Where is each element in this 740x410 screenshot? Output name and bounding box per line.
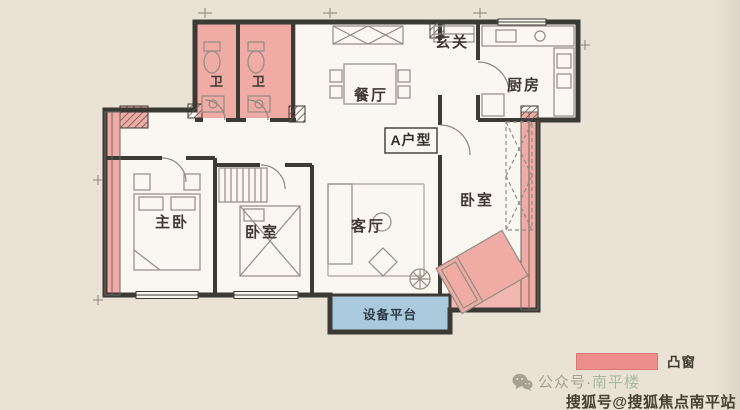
room-label-bath-left: 卫 [210, 74, 224, 89]
columns [187, 21, 539, 123]
master-bed [133, 173, 201, 271]
room-label-kitchen: 厨房 [507, 76, 541, 94]
room-label-dining: 餐厅 [354, 86, 388, 104]
room-label-living: 客厅 [350, 217, 385, 235]
wechat-watermark-text: 公众号· [538, 374, 592, 391]
legend-swatch-bay-window [576, 352, 658, 370]
unit-type-box [384, 127, 438, 154]
tick-marks [93, 8, 590, 305]
room-label-bedroom-middle: 卧室 [245, 223, 279, 241]
equipment-platform-area [329, 294, 451, 333]
kitchen-fixtures [481, 25, 575, 117]
hall-cabinet [433, 25, 475, 43]
room-label-bedroom-right: 卧室 [460, 191, 494, 209]
wechat-watermark-suffix: 南平楼 [592, 374, 641, 391]
legend-label-bay-window: 凸窗 [667, 355, 696, 370]
wechat-icon [512, 373, 533, 391]
bathroom-fixtures [201, 41, 271, 113]
legend-row-bay-window: 凸窗 [576, 351, 696, 371]
room-label-bath-right: 卫 [252, 74, 266, 89]
middle-bedroom-furniture [218, 167, 301, 277]
sohu-watermark: 搜狐号@搜狐焦点南平站 [565, 394, 736, 410]
dining-furniture [329, 25, 411, 105]
wechat-watermark: 公众号· 南平楼 [512, 371, 640, 392]
room-label-entry: 玄关 [435, 33, 469, 51]
right-bedroom-furniture [435, 121, 533, 315]
living-room-furniture [327, 183, 431, 290]
room-label-platform: 设备平台 [363, 307, 417, 322]
unit-type-label: A户型 [390, 132, 431, 148]
outer-walls [102, 19, 581, 335]
room-label-master: 主卧 [155, 213, 189, 231]
